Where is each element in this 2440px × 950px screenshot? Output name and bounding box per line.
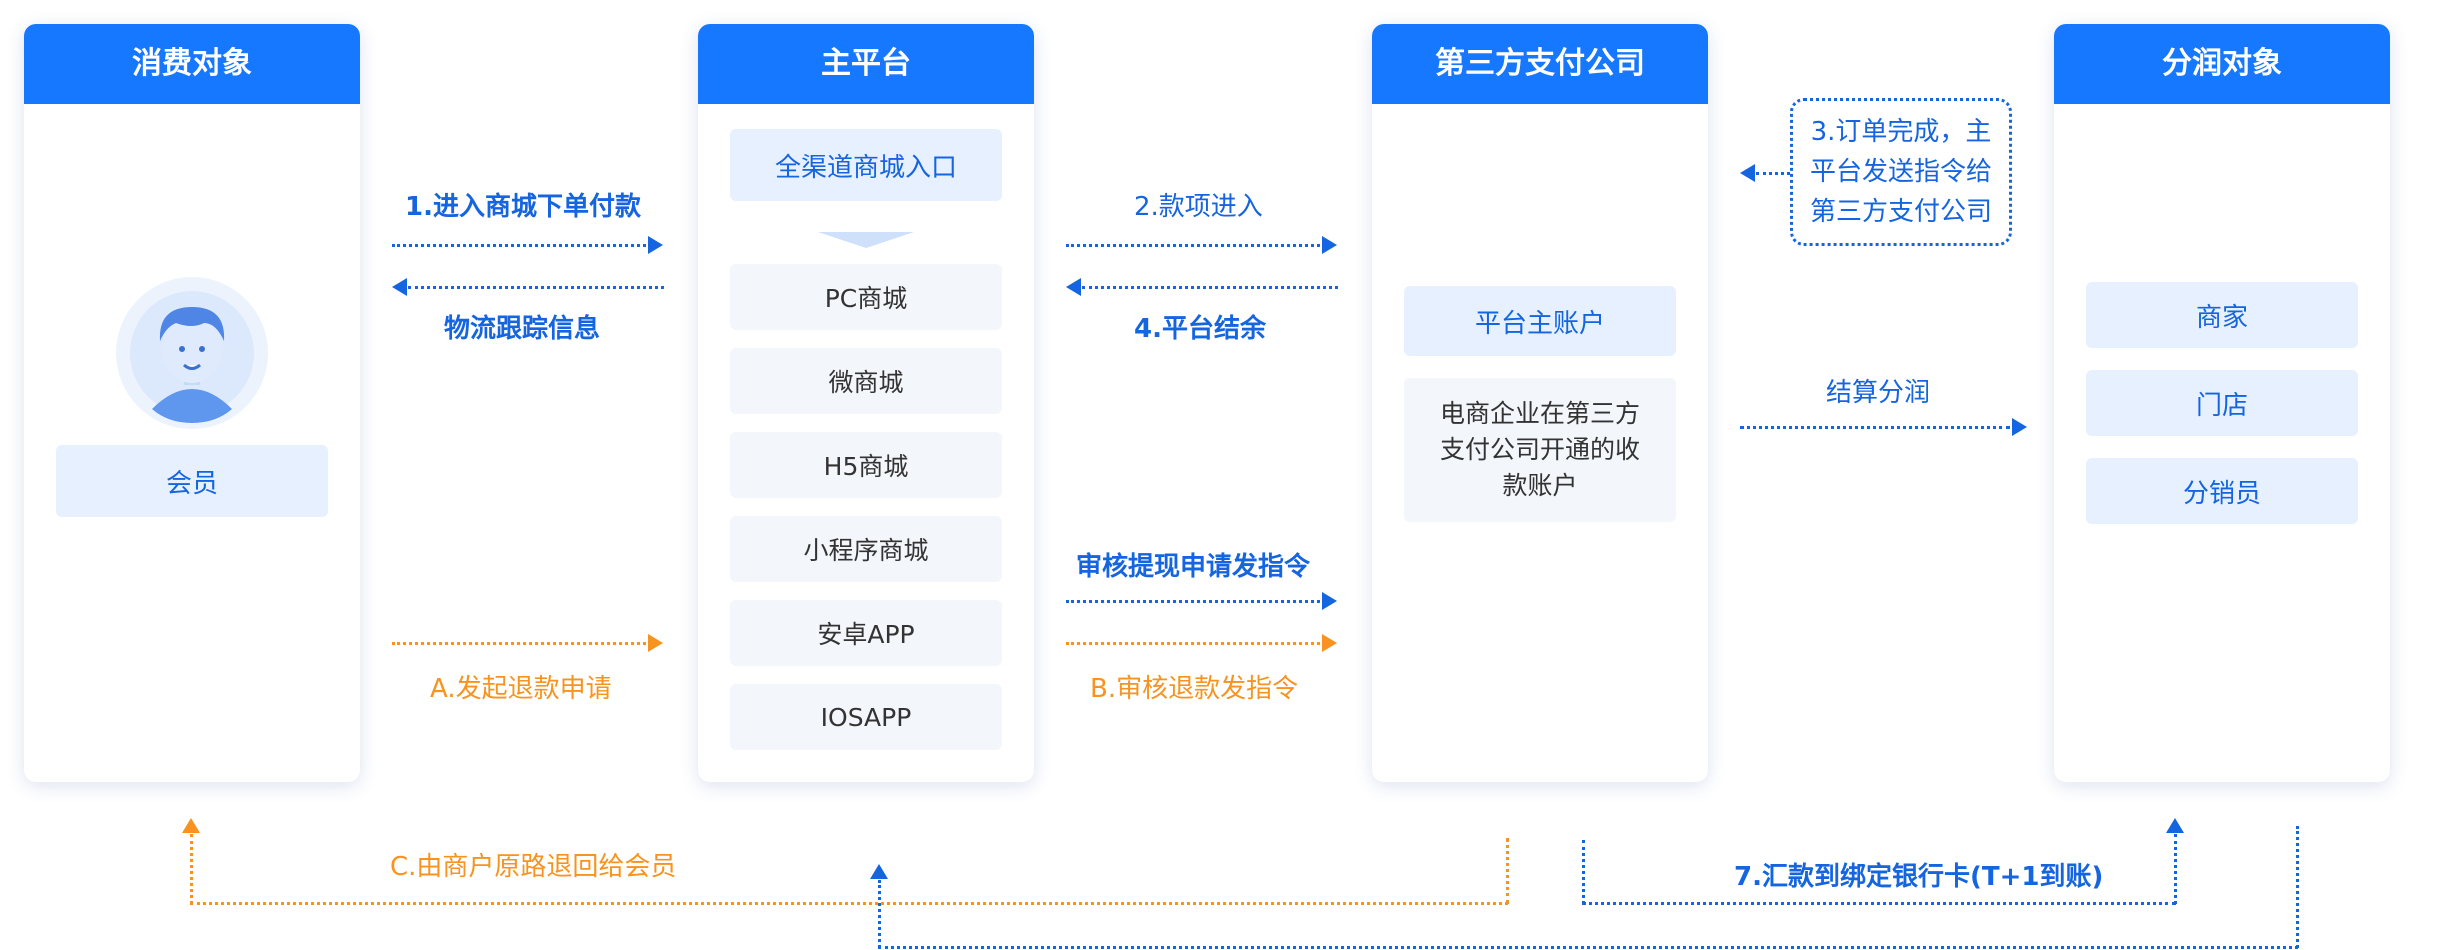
sharing-title: 分润对象 (2054, 24, 2390, 104)
flow-settle-line (1740, 426, 2010, 429)
merchant-account-desc-box: 电商企业在第三方 支付公司开通的收 款账户 (1404, 378, 1676, 522)
member-box: 会员 (56, 445, 328, 517)
flow-step1-arrow-icon (648, 236, 663, 254)
flow-logistics-arrow-icon (392, 278, 407, 296)
flow-logistics-line (408, 286, 664, 289)
consumer-title: 消费对象 (24, 24, 360, 104)
flow-outer-right-vertical (2296, 826, 2299, 948)
channel-android-app: 安卓APP (730, 600, 1002, 666)
flow-stepC-horizontal (190, 902, 1508, 905)
flow-step7-left-vertical (1582, 840, 1585, 904)
flow-step3-arrow-icon (1740, 164, 1755, 182)
flow-step3-line-1: 3.订单完成，主 (1810, 117, 1992, 147)
flow-stepC-arrow-icon (182, 818, 200, 833)
flow-stepA-label: A.发起退款申请 (430, 674, 612, 704)
account-desc-line-2: 支付公司开通的收 (1439, 435, 1640, 464)
flow-audit-withdraw-arrow-icon (1322, 592, 1337, 610)
sharing-merchant-box: 商家 (2086, 282, 2358, 348)
flow-settle-label: 结算分润 (1826, 378, 1931, 408)
flow-stepA-arrow-icon (648, 634, 663, 652)
flow-step2-arrow-icon (1322, 236, 1337, 254)
sharing-distributor-box: 分销员 (2086, 458, 2358, 524)
payment-title: 第三方支付公司 (1372, 24, 1708, 104)
flow-step7-right-vertical (2174, 834, 2177, 904)
member-avatar-icon (116, 277, 268, 429)
account-desc-line-1: 电商企业在第三方 (1439, 399, 1640, 428)
flow-stepB-line (1066, 642, 1320, 645)
flow-stepB-label: B.审核退款发指令 (1090, 674, 1299, 704)
flow-step2-label: 2.款项进入 (1134, 192, 1263, 222)
flow-step7-label: 7.汇款到绑定银行卡(T+1到账) (1734, 862, 2104, 892)
flow-stepC-label: C.由商户原路退回给会员 (390, 852, 677, 882)
payment-card: 第三方支付公司 平台主账户 电商企业在第三方 支付公司开通的收 款账户 (1372, 24, 1708, 782)
flow-step4-line (1082, 286, 1338, 289)
flow-outer-arrow-icon (870, 864, 888, 879)
flow-stepB-arrow-icon (1322, 634, 1337, 652)
omnichannel-entry-box: 全渠道商城入口 (730, 129, 1002, 201)
channel-ios-app: IOSAPP (730, 684, 1002, 750)
platform-main-account-box: 平台主账户 (1404, 286, 1676, 356)
channel-mini-program: 小程序商城 (730, 516, 1002, 582)
flow-step3-connector (1756, 172, 1790, 175)
sharing-card: 分润对象 商家 门店 分销员 (2054, 24, 2390, 782)
flow-audit-withdraw-label: 审核提现申请发指令 (1076, 552, 1311, 582)
flow-step7-horizontal (1582, 902, 2176, 905)
flow-step4-label: 4.平台结余 (1134, 314, 1266, 344)
flow-step3-line-2: 平台发送指令给 (1809, 157, 1992, 187)
chevron-down-icon (818, 232, 914, 248)
flow-step3-box: 3.订单完成，主 平台发送指令给 第三方支付公司 (1790, 98, 2012, 246)
flow-outer-left-vertical (878, 880, 881, 948)
flow-stepC-left-vertical (190, 834, 193, 904)
sharing-store-box: 门店 (2086, 370, 2358, 436)
flow-step4-arrow-icon (1066, 278, 1081, 296)
consumer-card: 消费对象 会员 (24, 24, 360, 782)
flow-stepA-line (392, 642, 646, 645)
flow-step1-line (392, 244, 646, 247)
flow-logistics-label: 物流跟踪信息 (444, 314, 601, 344)
flow-audit-withdraw-line (1066, 600, 1320, 603)
flow-step1-label: 1.进入商城下单付款 (405, 192, 641, 222)
channel-pc: PC商城 (730, 264, 1002, 330)
platform-card: 主平台 全渠道商城入口 PC商城 微商城 H5商城 小程序商城 安卓APP IO… (698, 24, 1034, 782)
account-desc-line-3: 款账户 (1502, 471, 1578, 500)
channel-h5: H5商城 (730, 432, 1002, 498)
flow-settle-arrow-icon (2012, 418, 2027, 436)
flow-step3-line-3: 第三方支付公司 (1809, 197, 1992, 227)
flow-outer-horizontal (878, 946, 2298, 949)
platform-title: 主平台 (698, 24, 1034, 104)
flow-step7-arrow-icon (2166, 818, 2184, 833)
flow-step2-line (1066, 244, 1320, 247)
channel-wechat-mall: 微商城 (730, 348, 1002, 414)
flow-stepC-right-vertical (1506, 838, 1509, 904)
